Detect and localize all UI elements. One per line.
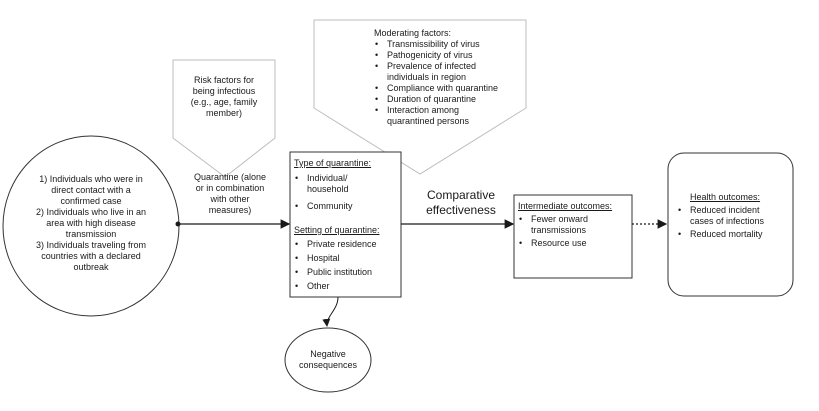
quarantine-label: Quarantine (alone or in combination with… <box>180 172 280 216</box>
moderating-item: Transmissibility of virus <box>374 39 524 50</box>
moderating-item: Prevalence of infected individuals in re… <box>374 61 505 83</box>
quarantine-label-line: Quarantine (alone <box>193 172 267 182</box>
risk-factors-text: Risk factors for being infectious (e.g.,… <box>175 75 273 119</box>
moderating-item: Pathogenicity of virus <box>374 50 524 61</box>
intermediate-item: Resource use <box>518 238 630 249</box>
population-line: transmission <box>65 229 117 239</box>
population-line: 3) Individuals traveling from <box>35 240 147 250</box>
moderating-list: Transmissibility of virus Pathogenicity … <box>374 39 524 127</box>
intermediate-item: Fewer onward transmissions <box>518 214 605 236</box>
setting-of-quarantine-title: Setting of quarantine: <box>294 225 380 235</box>
population-text: 1) Individuals who were in direct contac… <box>10 174 172 273</box>
setting-of-quarantine-item: Hospital <box>294 253 398 264</box>
moderating-item: Compliance with quarantine <box>374 83 524 94</box>
setting-of-quarantine-item: Private residence <box>294 239 398 250</box>
population-line: 2) Individuals who live in an <box>35 207 147 217</box>
intermediate-outcomes-text: Intermediate outcomes: Fewer onward tran… <box>518 201 630 249</box>
health-outcomes-text: Health outcomes: Reduced incident cases … <box>677 192 789 240</box>
quarantine-label-line: with other <box>210 194 250 204</box>
negative-line: consequences <box>298 360 358 370</box>
setting-of-quarantine-list: Private residence Hospital Public instit… <box>294 239 398 292</box>
comparative-effectiveness-label: Comparative effectiveness <box>412 188 510 218</box>
type-of-quarantine-list: Individual/ household Community <box>294 173 398 212</box>
arrow-origin-dot <box>175 221 181 227</box>
risk-factors-line: being infectious <box>192 86 256 96</box>
intermediate-list: Fewer onward transmissions Resource use <box>518 214 630 249</box>
moderating-item: Duration of quarantine <box>374 94 524 105</box>
comparative-line: Comparative <box>426 188 496 202</box>
type-of-quarantine-item: Individual/ household <box>294 173 371 195</box>
health-list: Reduced incident cases of infections Red… <box>677 205 789 240</box>
population-line: confirmed case <box>60 196 122 206</box>
moderating-item: Interaction among quarantined persons <box>374 105 487 127</box>
population-line: countries with a declared <box>41 251 141 261</box>
population-line: outbreak <box>73 262 109 272</box>
negative-line: Negative <box>310 349 346 359</box>
risk-factors-line: member) <box>205 108 242 118</box>
population-line: 1) Individuals who were in <box>39 174 143 184</box>
population-line: direct contact with a <box>51 185 131 195</box>
risk-factors-line: (e.g., age, family <box>190 97 258 107</box>
population-line: area with high disease <box>46 218 136 228</box>
intermediate-box-border <box>513 194 633 279</box>
comparative-line: effectiveness <box>426 203 496 217</box>
quarantine-box-text: Type of quarantine: Individual/ househol… <box>294 158 398 292</box>
type-of-quarantine-item: Community <box>294 201 398 212</box>
quarantine-label-line: or in combination <box>195 183 265 193</box>
health-title: Health outcomes: <box>690 192 761 202</box>
negative-consequences-text: Negative consequences <box>288 349 368 371</box>
negative-ellipse <box>284 327 372 393</box>
moderating-title: Moderating factors: <box>374 28 452 38</box>
moderating-factors-text: Moderating factors: Transmissibility of … <box>374 28 524 127</box>
health-item: Reduced incident cases of infections <box>677 205 776 227</box>
setting-of-quarantine-item: Other <box>294 281 398 292</box>
type-of-quarantine-title: Type of quarantine: <box>294 158 372 168</box>
negative-arrow <box>322 296 339 327</box>
health-item: Reduced mortality <box>677 229 789 240</box>
risk-factors-callout-shape <box>172 59 276 178</box>
setting-of-quarantine-item: Public institution <box>294 267 398 278</box>
intermediate-title: Intermediate outcomes: <box>518 201 613 211</box>
quarantine-label-line: measures) <box>208 205 252 215</box>
risk-factors-line: Risk factors for <box>193 75 254 85</box>
